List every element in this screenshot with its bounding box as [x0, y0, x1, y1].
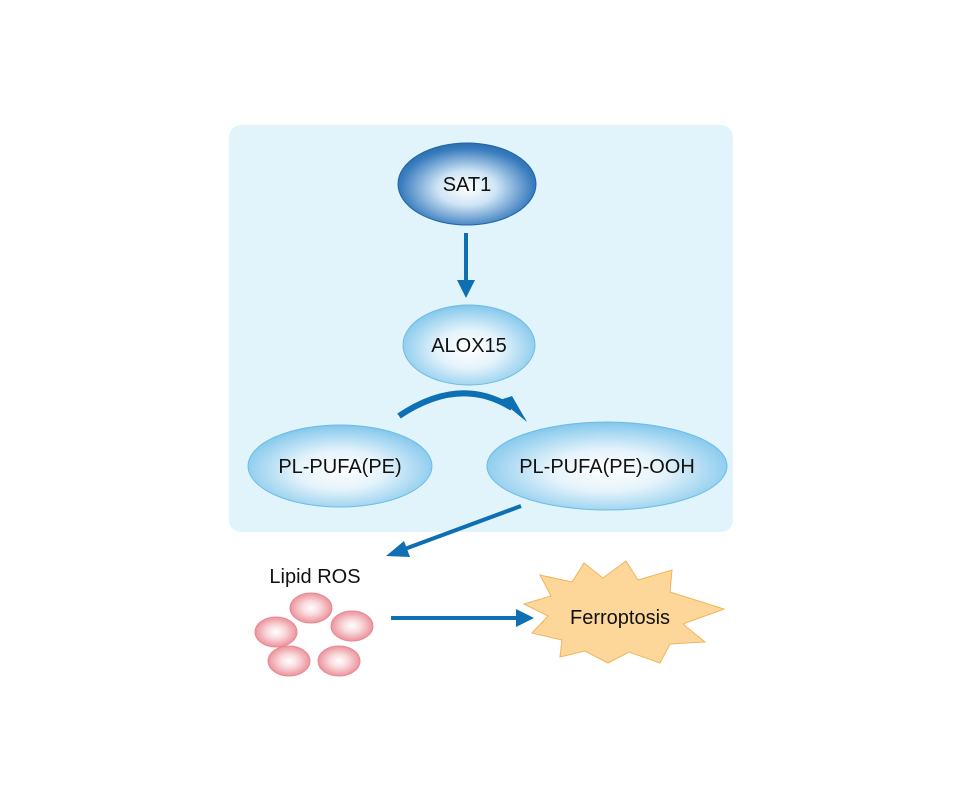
pl-pufa-node: PL-PUFA(PE) [247, 424, 433, 508]
ros-blob [330, 610, 374, 642]
lipid-ros-cluster [254, 592, 374, 677]
pl-pufa-ooh-label: PL-PUFA(PE)-OOH [519, 456, 695, 478]
ros-blob [267, 645, 311, 677]
arrow-oxidation-curve [397, 390, 527, 422]
ferroptosis-burst: Ferroptosis [522, 560, 726, 664]
ros-blob [317, 645, 361, 677]
arrow-sat1-to-alox15 [457, 233, 475, 298]
sat1-label: SAT1 [443, 174, 492, 196]
arrow-to-ferroptosis [391, 609, 534, 627]
ros-blob [289, 592, 333, 624]
arrow-to-lipid-ros [386, 504, 522, 557]
lipid-ros-label: Lipid ROS [269, 566, 360, 588]
pl-pufa-label: PL-PUFA(PE) [278, 456, 401, 478]
alox15-label: ALOX15 [431, 335, 507, 357]
pl-pufa-ooh-node: PL-PUFA(PE)-OOH [486, 421, 728, 511]
ferroptosis-label: Ferroptosis [570, 607, 670, 629]
alox15-node: ALOX15 [402, 304, 536, 386]
sat1-node: SAT1 [397, 142, 537, 226]
ros-blob [254, 616, 298, 648]
